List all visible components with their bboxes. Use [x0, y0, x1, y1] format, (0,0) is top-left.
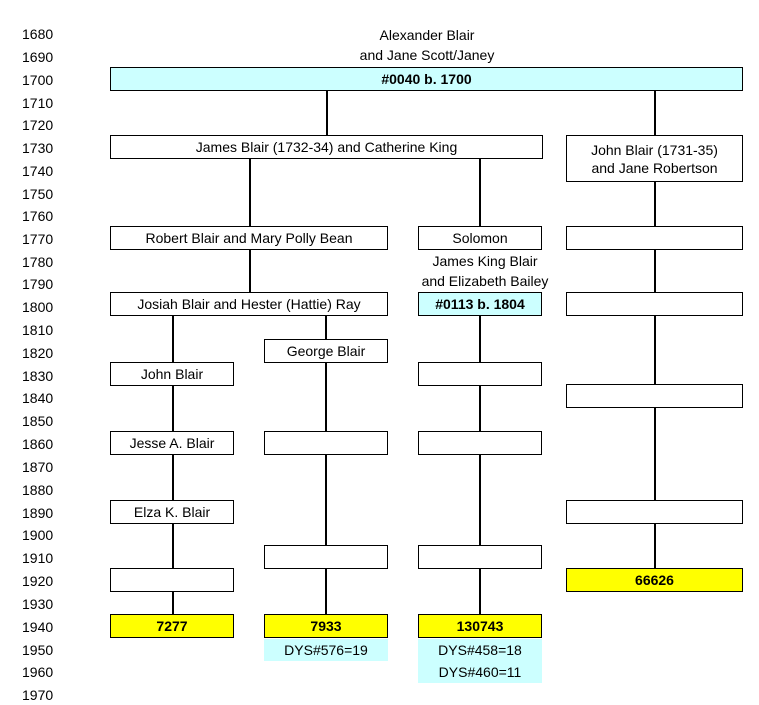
john-blair-box: John Blair: [110, 362, 234, 386]
connector-line: [654, 316, 656, 385]
empty-person-box: [110, 568, 234, 592]
connector-line: [479, 159, 481, 227]
connector-line: [249, 249, 251, 293]
connector-line: [326, 90, 328, 136]
year-label: 1700: [22, 72, 54, 88]
george-blair-box: George Blair: [264, 339, 388, 363]
connector-line: [325, 568, 327, 615]
year-label: 1830: [22, 368, 54, 384]
year-label: 1680: [22, 26, 54, 42]
year-label: 1940: [22, 619, 54, 635]
root-couple-line1: Alexander Blair: [379, 27, 475, 43]
empty-person-box: [566, 292, 743, 316]
connector-line: [172, 316, 174, 362]
empty-person-box: [566, 500, 743, 524]
jkb-id-box: #0113 b. 1804: [418, 292, 542, 316]
year-label: 1860: [22, 436, 54, 452]
year-label: 1740: [22, 163, 54, 179]
connector-line: [172, 591, 174, 615]
jesse-blair-box: Jesse A. Blair: [110, 431, 234, 455]
year-label: 1770: [22, 231, 54, 247]
connector-line: [654, 408, 656, 500]
dys-note-130743: DYS#458=18 DYS#460=11: [418, 639, 542, 683]
connector-line: [172, 454, 174, 500]
year-label: 1970: [22, 687, 54, 703]
connector-line: [479, 316, 481, 362]
kit-7277-box: 7277: [110, 614, 234, 638]
john-blair-1731-line2: and Jane Robertson: [591, 159, 718, 176]
connector-line: [654, 90, 656, 136]
year-label: 1810: [22, 322, 54, 338]
dys-note-130743-line2: DYS#460=11: [438, 664, 522, 680]
year-label: 1910: [22, 550, 54, 566]
empty-person-box: [566, 384, 743, 408]
connector-line: [654, 523, 656, 568]
year-label: 1780: [22, 254, 54, 270]
year-label: 1880: [22, 482, 54, 498]
solomon-box: Solomon: [418, 226, 542, 250]
connector-line: [654, 181, 656, 227]
kit-66626-box: 66626: [566, 568, 743, 592]
empty-person-box: [264, 545, 388, 569]
connector-line: [325, 363, 327, 432]
year-label: 1800: [22, 299, 54, 315]
dys-note-130743-line1: DYS#458=18: [438, 642, 522, 658]
kit-130743-box: 130743: [418, 614, 542, 638]
empty-person-box: [566, 226, 743, 250]
year-label: 1850: [22, 413, 54, 429]
robert-blair-box: Robert Blair and Mary Polly Bean: [110, 226, 388, 250]
year-label: 1760: [22, 208, 54, 224]
james-king-blair-line2: and Elizabeth Bailey: [421, 273, 549, 289]
year-label: 1840: [22, 390, 54, 406]
dys-note-7933: DYS#576=19: [264, 639, 388, 661]
year-label: 1720: [22, 117, 54, 133]
empty-person-box: [418, 431, 542, 455]
year-label: 1870: [22, 459, 54, 475]
empty-person-box: [418, 362, 542, 386]
root-couple-line2: and Jane Scott/Janey: [359, 47, 495, 63]
connector-line: [479, 568, 481, 615]
connector-line: [249, 159, 251, 227]
connector-line: [325, 316, 327, 340]
connector-line: [479, 385, 481, 432]
root-id-box: #0040 b. 1700: [110, 67, 743, 91]
connector-line: [325, 454, 327, 545]
year-label: 1730: [22, 140, 54, 156]
year-label: 1790: [22, 276, 54, 292]
connector-line: [172, 385, 174, 432]
year-label: 1920: [22, 573, 54, 589]
kit-7933-box: 7933: [264, 614, 388, 638]
empty-person-box: [264, 431, 388, 455]
year-label: 1890: [22, 505, 54, 521]
year-label: 1820: [22, 345, 54, 361]
empty-person-box: [418, 545, 542, 569]
connector-line: [479, 454, 481, 545]
james-blair-box: James Blair (1732-34) and Catherine King: [110, 135, 543, 159]
john-blair-1731-box: John Blair (1731-35) and Jane Robertson: [566, 135, 743, 182]
year-label: 1690: [22, 49, 54, 65]
elza-blair-box: Elza K. Blair: [110, 500, 234, 524]
year-label: 1710: [22, 95, 54, 111]
year-label: 1930: [22, 596, 54, 612]
john-blair-1731-line1: John Blair (1731-35): [591, 141, 718, 158]
year-label: 1950: [22, 642, 54, 658]
year-label: 1750: [22, 186, 54, 202]
josiah-blair-box: Josiah Blair and Hester (Hattie) Ray: [110, 292, 388, 316]
connector-line: [172, 523, 174, 568]
connector-line: [654, 249, 656, 293]
james-king-blair-line1: James King Blair: [432, 253, 538, 269]
year-label: 1960: [22, 664, 54, 680]
year-label: 1900: [22, 527, 54, 543]
